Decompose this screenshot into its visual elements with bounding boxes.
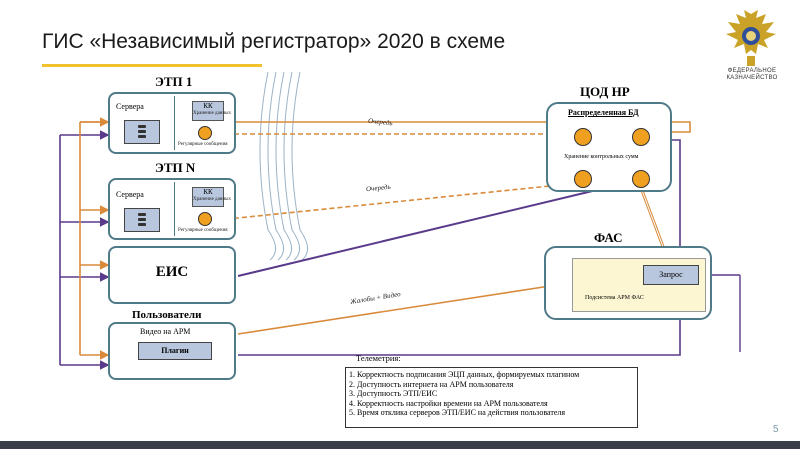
fas-header: ФАС [594,230,623,245]
fas-box: Запрос Подсистема АРМ ФАС [544,246,712,320]
etp1-header: ЭТП 1 [155,74,193,89]
etpn-regular-label: Регулярные сообщения [178,228,228,233]
cod-checksum-label: Хранение контрольных сумм [564,154,639,160]
etpn-box: Сервера КК Хранение данных Регулярные со… [108,178,236,240]
footer-bar [0,441,800,449]
etp1-queue-node [198,126,212,140]
etpn-kk-label: КК [203,188,213,196]
fas-subsystem-box: Запрос Подсистема АРМ ФАС [572,258,706,312]
etp1-kk-box: КК Хранение данных [192,101,232,121]
fas-subsystem-label: Подсистема АРМ ФАС [585,295,644,301]
logo-line-1: ФЕДЕРАЛЬНОЕ [727,68,777,74]
telemetry-item: 3. Доступность ЭТП/ЕИС [349,389,438,399]
page-title: ГИС «Независимый регистратор» 2020 в схе… [42,30,506,53]
etp1-storage-label: Хранение данных [193,111,232,116]
db-node-1 [574,128,592,146]
logo-line-2: КАЗНАЧЕЙСТВО [726,75,778,81]
etpn-kk-box: КК Хранение данных [192,187,232,207]
etp1-box: Сервера КК Хранение данных Регулярные со… [108,92,236,154]
users-box: Видео на АРМ Плагин [108,322,236,380]
eis-to-cod-line [237,178,632,277]
telemetry-box: 1. Корректность подписания ЭЦП данных, ф… [345,367,638,428]
queue-line-2 [217,174,630,221]
internet-waves [259,71,308,261]
page-number: 5 [773,424,779,435]
complaints-line [237,278,578,335]
telemetry-item: 2. Доступность интернета на АРМ пользова… [349,379,514,389]
etpn-queue-node [198,212,212,226]
etp1-divider [174,96,175,150]
db-node-3 [574,170,592,188]
db-node-2 [632,128,650,146]
eagle-emblem-icon [726,10,776,66]
etpn-servers-label: Сервера [116,190,144,199]
telemetry-title: Телеметрия: [356,353,401,363]
etp1-kk-label: КК [203,102,213,110]
etpn-divider [174,182,175,236]
cod-box: Распределенная БД Хранение контрольных с… [546,102,672,192]
orange-bus [79,117,110,360]
telemetry-item: 5. Время отклика серверов ЭТП/ЕИС на дей… [349,408,566,418]
title-underline [42,64,262,67]
db-node-4 [632,170,650,188]
cod-db-label: Распределенная БД [568,108,639,117]
cod-header: ЦОД НР [580,84,630,99]
etpn-storage-label: Хранение данных [193,197,232,202]
telemetry-item: 1. Корректность подписания ЭЦП данных, ф… [349,370,580,379]
eis-label: ЕИС [155,264,189,280]
fas-request-button: Запрос [643,265,699,285]
logo-text: ФЕДЕРАЛЬНОЕ КАЗНАЧЕЙСТВО [712,68,792,82]
etpn-header: ЭТП N [155,160,196,175]
etpn-server-icon [124,208,160,232]
etp1-server-icon [124,120,160,144]
users-header: Пользователи [132,309,202,321]
eis-box: ЕИС [108,246,236,304]
purple-bus [59,130,110,370]
etp1-servers-label: Сервера [116,102,144,111]
etp1-regular-label: Регулярные сообщения [178,142,228,147]
plugin-box: Плагин [138,342,212,360]
telemetry-item: 4. Корректность настройки времени на АРМ… [349,398,548,408]
top-orange-line [80,121,691,133]
users-video-label: Видео на АРМ [140,327,191,336]
